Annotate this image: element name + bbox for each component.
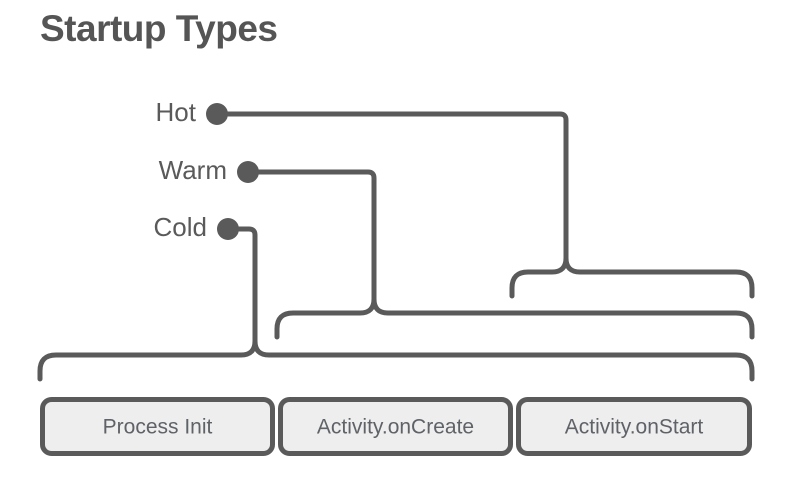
stage-box-activity-onstart[interactable] bbox=[516, 397, 752, 456]
bracket-cold bbox=[252, 338, 755, 382]
bracket-hot bbox=[563, 255, 755, 299]
row-label-warm: Warm bbox=[159, 155, 227, 185]
stage-label-activity-oncreate: Activity.onCreate bbox=[317, 416, 474, 439]
stage-box-activity-oncreate[interactable] bbox=[278, 397, 513, 456]
row-dot-warm[interactable] bbox=[237, 161, 259, 183]
stage-label-activity-onstart: Activity.onStart bbox=[565, 416, 704, 439]
stage-box-row: Process Init Activity.onCreate Activity.… bbox=[40, 397, 752, 456]
connector-hot bbox=[225, 111, 569, 299]
diagram-row-cold: Cold bbox=[37, 212, 755, 382]
row-dot-cold[interactable] bbox=[217, 218, 239, 240]
page-title: Startup Types bbox=[40, 8, 278, 49]
row-label-cold: Cold bbox=[154, 212, 207, 242]
stage-activity-onstart[interactable]: Activity.onStart bbox=[516, 397, 752, 456]
diagram-row-hot: Hot bbox=[156, 97, 755, 299]
row-dot-hot[interactable] bbox=[206, 103, 228, 125]
bracket-warm bbox=[371, 296, 755, 340]
stage-process-init[interactable]: Process Init bbox=[40, 397, 275, 456]
stage-box-process-init[interactable] bbox=[40, 397, 275, 456]
stage-label-process-init: Process Init bbox=[103, 416, 213, 439]
diagram-row-warm: Warm bbox=[159, 155, 755, 340]
row-label-hot: Hot bbox=[156, 97, 197, 127]
connector-cold bbox=[37, 226, 258, 382]
stage-activity-oncreate[interactable]: Activity.onCreate bbox=[278, 397, 513, 456]
connector-warm bbox=[256, 169, 377, 340]
